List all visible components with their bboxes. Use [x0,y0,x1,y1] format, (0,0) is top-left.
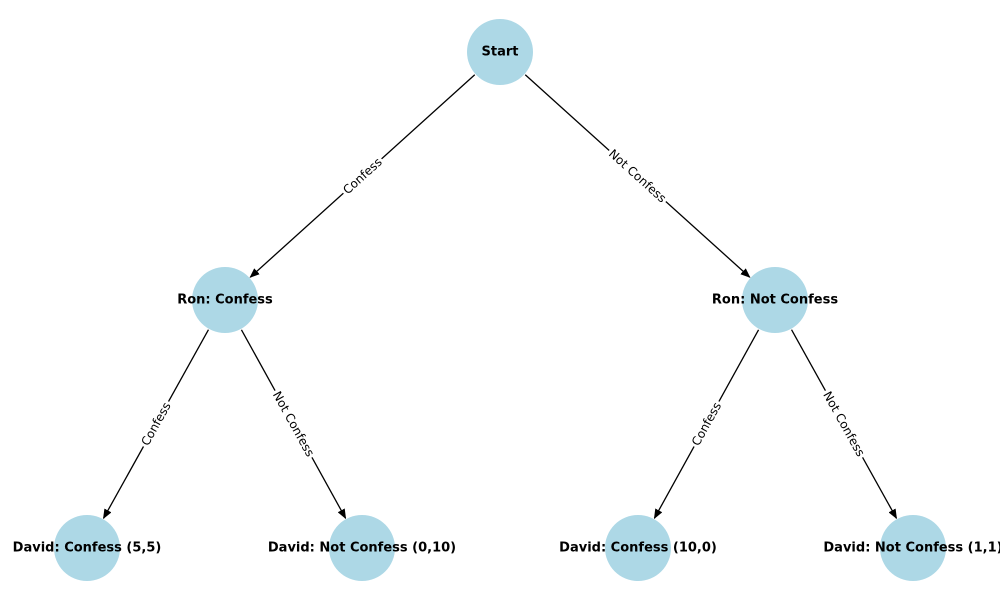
edge-label-background [338,152,387,200]
edge-label-group: Not Confess [268,386,319,462]
node-circle [467,19,533,85]
node-start: Start [467,19,533,85]
edge-label: Not Confess [270,389,317,459]
node-label: David: Confess (5,5) [13,541,162,556]
edge-ron-confess-to-david-not-confess-0-10: Not Confess [240,329,347,520]
edge-label-group: Not Confess [818,386,870,462]
node-ron-confess: Ron: Confess [177,267,273,333]
edge-label-group: Confess [338,152,387,200]
node-label: Start [482,45,519,60]
edge-label: Not Confess [820,389,867,459]
node-david-confess-5-5: David: Confess (5,5) [13,515,162,581]
edge-ron-not-confess-to-david-confess-10-0: Confess [653,329,760,520]
edge-label-background [687,397,726,451]
node-label: Ron: Confess [177,293,273,308]
edge-label-group: Confess [136,397,176,451]
edge-label: Confess [138,400,173,448]
node-david-not-confess-1-1: David: Not Confess (1,1) [823,515,1000,581]
edge-label: Not Confess [606,147,669,206]
node-label: David: Not Confess (0,10) [268,541,456,556]
node-label: David: Not Confess (1,1) [823,541,1000,556]
node-ron-not-confess: Ron: Not Confess [712,267,838,333]
node-circle [54,515,120,581]
node-david-not-confess-0-10: David: Not Confess (0,10) [268,515,456,581]
edge-label-group: Not Confess [603,144,672,208]
node-circle [192,267,258,333]
node-david-confess-10-0: David: Confess (10,0) [559,515,717,581]
edge-start-to-ron-confess: Confess [249,74,476,278]
edge-label: Confess [340,155,385,197]
node-circle [605,515,671,581]
node-label: Ron: Not Confess [712,293,838,308]
edge-ron-confess-to-david-confess-5-5: Confess [102,329,210,520]
edge-label-background [136,397,176,451]
edge-label: Confess [689,400,724,448]
node-label: David: Confess (10,0) [559,541,717,556]
edge-ron-not-confess-to-david-not-confess-1-1: Not Confess [790,329,898,520]
edge-label-background [268,386,319,462]
edge-label-background [818,386,870,462]
node-circle [329,515,395,581]
edge-label-background [603,144,672,208]
node-circle [742,267,808,333]
edge-label-group: Confess [687,397,726,451]
edge-start-to-ron-not-confess: Not Confess [524,74,751,278]
node-circle [880,515,946,581]
